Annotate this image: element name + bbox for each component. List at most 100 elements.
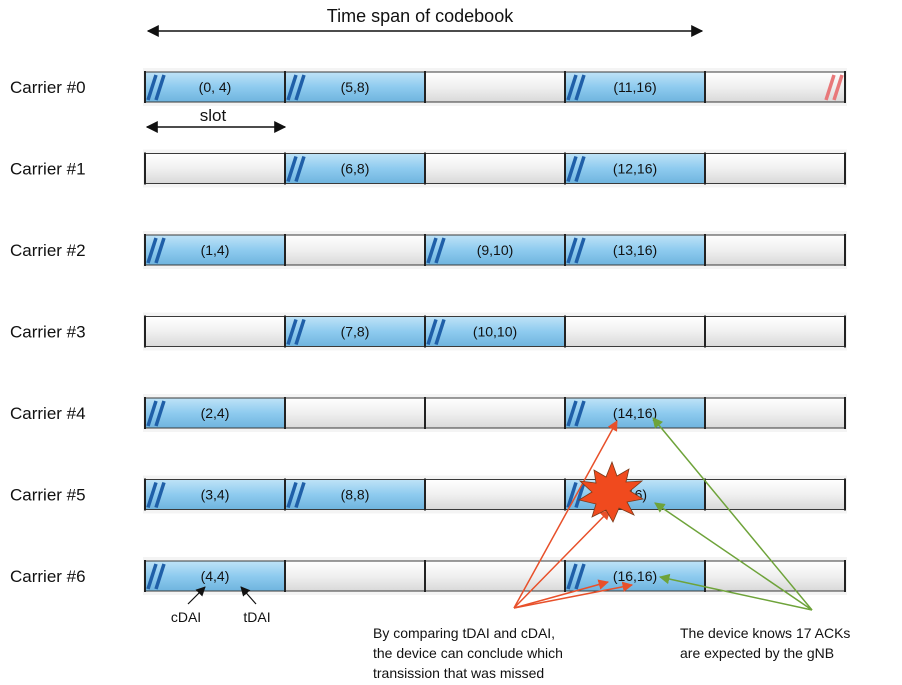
slot-box xyxy=(704,71,846,103)
slot-empty xyxy=(284,234,426,266)
cdai-arrow xyxy=(187,586,206,605)
slot-box xyxy=(564,316,706,347)
slot-box xyxy=(284,316,426,347)
slot-box xyxy=(564,560,706,592)
green-arrow-carrier4 xyxy=(652,417,813,611)
slot-label: slot xyxy=(200,106,227,125)
note-left-line-3: transission that was missed xyxy=(373,665,544,681)
note-right-line-1: The device knows 17 ACKs xyxy=(680,625,850,641)
slot-empty xyxy=(424,152,566,185)
dci-hatch-icon xyxy=(566,237,586,264)
slot-dai-label: (2,4) xyxy=(201,405,230,421)
carrier-label: Carrier #3 xyxy=(10,323,86,342)
slot-dai-label: (16,16) xyxy=(613,568,657,584)
tdai-label: tDAI xyxy=(243,609,270,625)
slot-scheduled: (13,16) xyxy=(564,234,706,266)
slot-dai-label: (9,10) xyxy=(477,242,514,258)
comparison-arrows xyxy=(513,420,634,609)
slot-dai-label: (12,16) xyxy=(613,161,657,177)
slot-dai-label: (3,4) xyxy=(201,487,230,503)
slot-scheduled: (0, 4) xyxy=(144,71,286,103)
dci-hatch-icon xyxy=(146,74,166,101)
slot-dai-label: (8,8) xyxy=(341,487,370,503)
slot-box xyxy=(424,479,566,510)
cdai-label: cDAI xyxy=(171,609,201,625)
slot-box xyxy=(424,234,566,266)
tdai-arrow xyxy=(240,586,257,605)
slot-scheduled: (16,16) xyxy=(564,560,706,592)
carrier-row: Carrier #5(3,4)(8,8),16) xyxy=(10,475,847,514)
slot-empty xyxy=(704,315,846,348)
carrier-label: Carrier #4 xyxy=(10,404,86,423)
ack-count-arrows xyxy=(652,417,813,611)
slot-empty xyxy=(704,397,846,429)
slot-box xyxy=(424,71,566,103)
slot-box xyxy=(284,234,426,266)
slot-box xyxy=(704,479,846,510)
slot-empty xyxy=(424,71,566,103)
slot-box xyxy=(704,234,846,266)
carrier-row: Carrier #1 (6,8) (12,16) xyxy=(10,149,847,188)
carrier-label: Carrier #1 xyxy=(10,160,86,179)
dci-hatch-icon xyxy=(566,74,586,101)
missed-transmission-burst xyxy=(577,460,645,523)
red-arrow-carrier5 xyxy=(513,509,611,609)
slot-box xyxy=(704,316,846,347)
red-arrow-carrier6-b xyxy=(513,581,634,609)
dci-hatch-icon xyxy=(146,563,166,590)
slot-scheduled: (2,4) xyxy=(144,397,286,429)
slot-dai-label: (13,16) xyxy=(613,242,657,258)
dci-hatch-icon xyxy=(566,155,586,183)
slot-box xyxy=(424,397,566,429)
slot-box xyxy=(704,397,846,429)
slot-box xyxy=(284,560,426,592)
dci-hatch-icon xyxy=(426,318,446,346)
slot-scheduled: (8,8) xyxy=(284,478,426,511)
dci-hatch-icon xyxy=(146,400,166,427)
slot-dai-label: (0, 4) xyxy=(199,79,232,95)
carrier-row: Carrier #2(1,4)(9,10)(13,16) xyxy=(10,231,847,269)
slot-scheduled: (1,4) xyxy=(144,234,286,266)
slot-scheduled: (3,4) xyxy=(144,478,286,511)
note-right-line-2: are expected by the gNB xyxy=(680,645,834,661)
slot-scheduled: (5,8) xyxy=(284,71,426,103)
slot-box xyxy=(564,397,706,429)
slot-box xyxy=(424,153,566,184)
green-arrow-carrier5 xyxy=(654,502,813,611)
slot-empty xyxy=(704,478,846,511)
slot-dai-label: (5,8) xyxy=(341,79,370,95)
dci-hatch-icon xyxy=(286,155,306,183)
carrier-label: Carrier #0 xyxy=(10,78,86,97)
note-left: By comparing tDAI and cDAI, the device c… xyxy=(373,625,567,681)
slot-box xyxy=(284,153,426,184)
carrier-grid: Carrier #0 (0, 4) (5,8) (11,16) Carrier #1 (6… xyxy=(10,68,847,595)
slot-box xyxy=(144,153,286,184)
slot-empty xyxy=(704,152,846,185)
dci-hatch-icon xyxy=(146,481,166,509)
red-arrow-carrier4 xyxy=(513,420,618,609)
slot-box xyxy=(424,560,566,592)
slot-empty xyxy=(144,315,286,348)
slot-scheduled: (11,16) xyxy=(564,71,706,103)
slot-box xyxy=(144,479,286,510)
slot-dai-label: (7,8) xyxy=(341,324,370,340)
slot-dai-label: (10,10) xyxy=(473,324,517,340)
slot-scheduled: (4,4) xyxy=(144,560,286,592)
slot-scheduled: (6,8) xyxy=(284,152,426,185)
slot-box xyxy=(144,234,286,266)
slot-empty xyxy=(144,152,286,185)
note-left-line-1: By comparing tDAI and cDAI, xyxy=(373,625,555,641)
slot-scheduled: (12,16) xyxy=(564,152,706,185)
dci-hatch-icon xyxy=(566,400,586,427)
carrier-row: Carrier #0 (0, 4) (5,8) (11,16) xyxy=(10,68,847,106)
dci-hatch-icon xyxy=(426,237,446,264)
slot-scheduled: (9,10) xyxy=(424,234,566,266)
green-arrow-carrier6 xyxy=(658,573,813,611)
slot-empty xyxy=(704,71,846,103)
slot-box xyxy=(284,397,426,429)
slot-scheduled: (7,8) xyxy=(284,315,426,348)
carrier-label: Carrier #5 xyxy=(10,486,86,505)
slot-box xyxy=(144,71,286,103)
